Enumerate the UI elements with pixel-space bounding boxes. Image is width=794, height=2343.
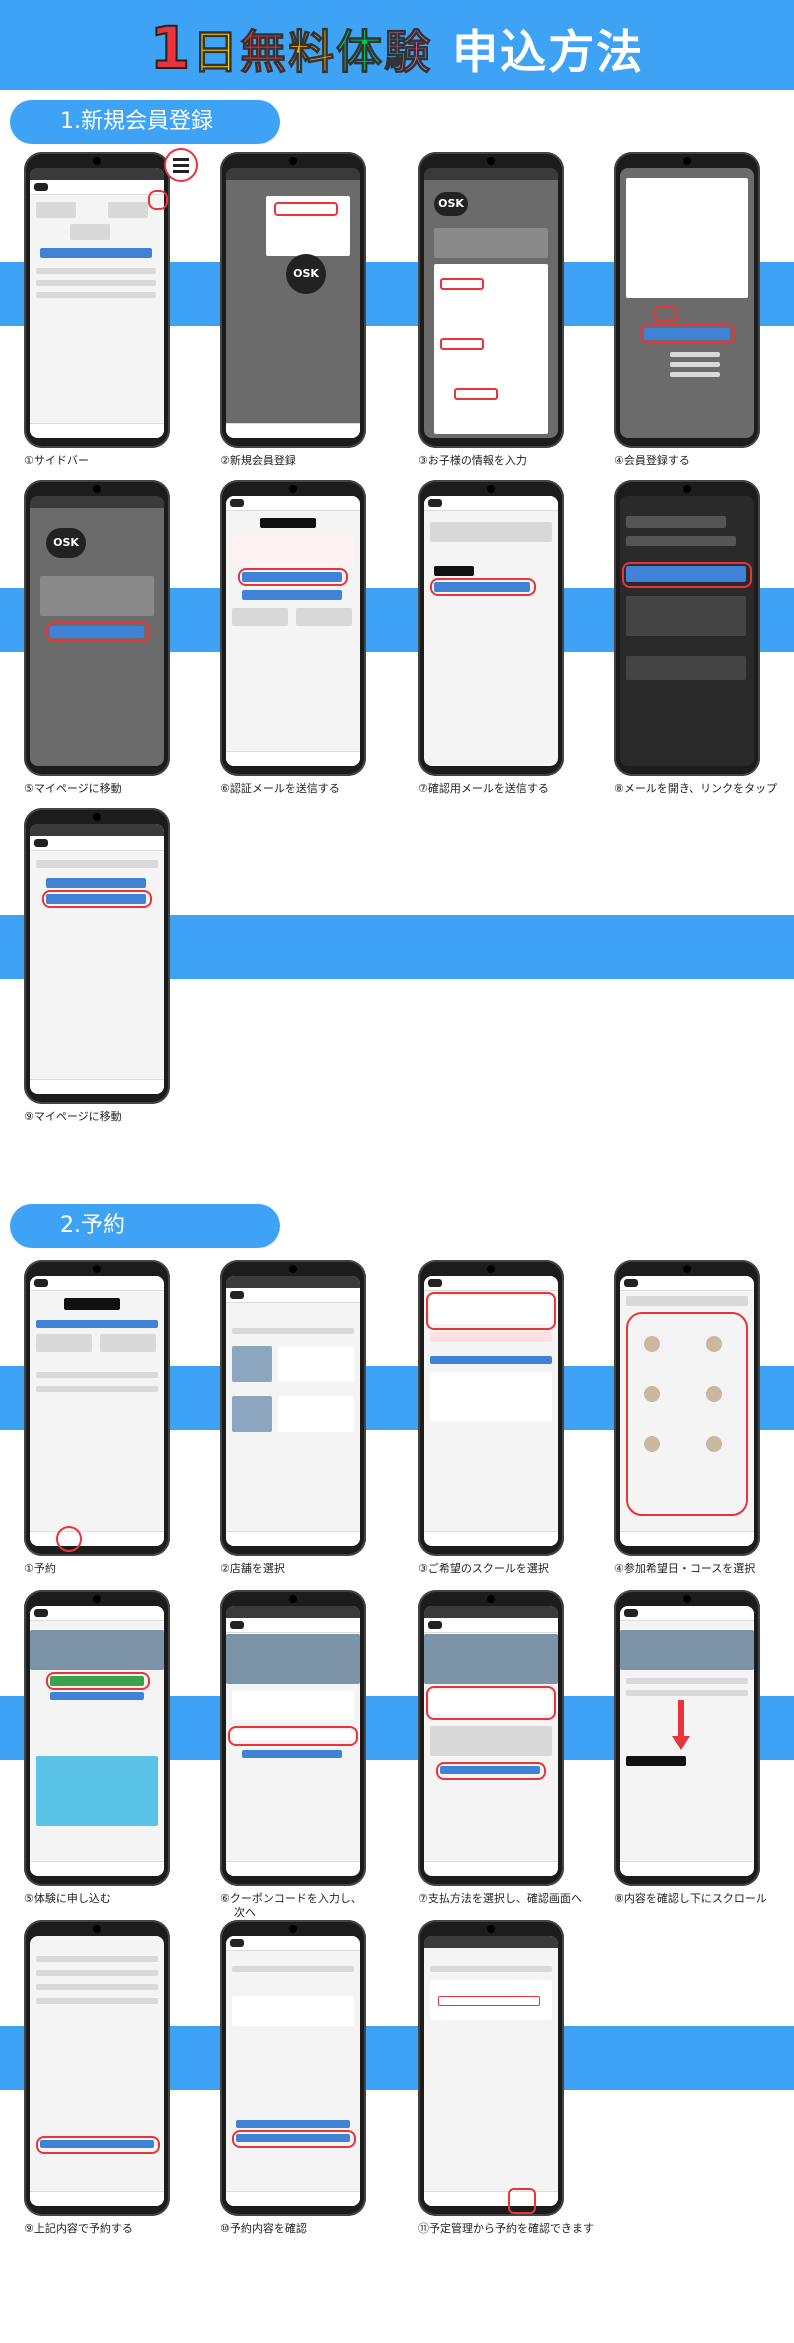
step-caption: ③ご希望のスクールを選択 (418, 1562, 549, 1575)
phone-screenshot (418, 1260, 564, 1556)
phone-screenshot (614, 1260, 760, 1556)
highlight-ring (148, 190, 168, 210)
title-number: 1 (149, 13, 193, 83)
menu-icon (164, 148, 198, 182)
phone-screenshot (24, 1260, 170, 1556)
osk-logo: OSK (434, 192, 468, 216)
page-title: 1日無料体験申込方法 (0, 13, 794, 83)
step-caption: ②新規会員登録 (220, 454, 296, 467)
header-banner: 1日無料体験申込方法 (0, 0, 794, 90)
step-caption: ⑩予約内容を確認 (220, 2222, 307, 2235)
highlight-ring (508, 2188, 536, 2214)
step-caption: ④会員登録する (614, 454, 690, 467)
phone-screenshot (24, 1920, 170, 2216)
step-caption: ⑥クーポンコードを入力し、 (220, 1892, 362, 1905)
phone-screenshot: OSK (418, 152, 564, 448)
step-caption: ⑧メールを開き、リンクをタップ (614, 782, 778, 795)
phone-screenshot (24, 152, 170, 448)
step-caption: ⑪予定管理から予約を確認できます (418, 2222, 594, 2235)
step-caption: ②店舗を選択 (220, 1562, 285, 1575)
step-caption: ①予約 (24, 1562, 56, 1575)
phone-screenshot: OSK (220, 152, 366, 448)
step-caption: ⑦確認用メールを送信する (418, 782, 549, 795)
step-caption: ⑨上記内容で予約する (24, 2222, 133, 2235)
highlight-ring (56, 1526, 82, 1552)
title-rest: 申込方法 (452, 25, 645, 79)
step-caption: ⑤マイページに移動 (24, 782, 122, 795)
section-2-heading: 2.予約 (10, 1204, 280, 1248)
step-caption-cont: 次へ (234, 1906, 256, 1919)
phone-screenshot (24, 1590, 170, 1886)
osk-logo: OSK (46, 528, 86, 558)
phone-screenshot (418, 1920, 564, 2216)
title-char-mu: 無 (240, 25, 289, 80)
step-caption: ④参加希望日・コースを選択 (614, 1562, 756, 1575)
phone-screenshot (220, 1590, 366, 1886)
phone-screenshot (220, 480, 366, 776)
step-caption: ③お子様の情報を入力 (418, 454, 527, 467)
section-1-heading: 1.新規会員登録 (10, 100, 280, 144)
arrow-down-icon (672, 1736, 690, 1750)
phone-screenshot: OSK (24, 480, 170, 776)
step-caption: ⑥認証メールを送信する (220, 782, 340, 795)
phone-screenshot (614, 480, 760, 776)
phone-screenshot (614, 1590, 760, 1886)
title-char-hi: 日 (192, 25, 241, 80)
title-char-ryo: 料 (288, 25, 337, 80)
scroll-arrow-icon (678, 1700, 684, 1740)
step-caption: ⑦支払方法を選択し、確認画面へ (418, 1892, 582, 1905)
phone-screenshot (220, 1260, 366, 1556)
phone-screenshot (24, 808, 170, 1104)
step-caption: ①サイドバー (24, 454, 89, 467)
title-char-ken: 験 (384, 25, 433, 80)
phone-screenshot (220, 1920, 366, 2216)
step-caption: ⑧内容を確認し下にスクロール (614, 1892, 767, 1905)
osk-logo: OSK (286, 254, 326, 294)
phone-screenshot (614, 152, 760, 448)
title-char-tai: 体 (336, 25, 385, 80)
step-caption: ⑤体験に申し込む (24, 1892, 111, 1905)
phone-screenshot (418, 480, 564, 776)
phone-screenshot (418, 1590, 564, 1886)
step-caption: ⑨マイページに移動 (24, 1110, 122, 1123)
